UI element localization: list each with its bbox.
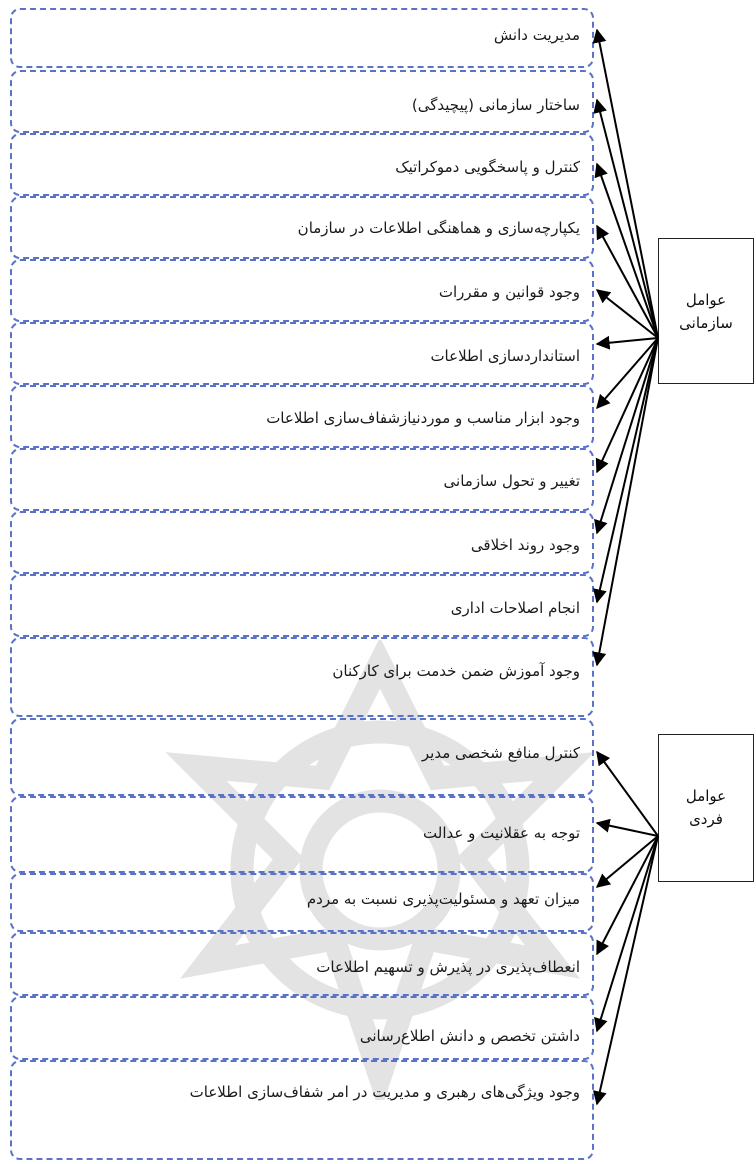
- watermark-seal: [165, 640, 595, 1100]
- organizational-arrow-9: [594, 337, 659, 535]
- organizational-factor-label-10: انجام اصلاحات اداری: [450, 599, 580, 617]
- organizational-factor-label-8: تغییر و تحول سازمانی: [443, 472, 580, 490]
- individual-factor-label-5: داشتن تخصص و دانش اطلاع‌رسانی: [359, 1027, 580, 1045]
- organizational-factor-box-7: وجود ابزار مناسب و موردنیازشفاف‌سازی اطل…: [10, 385, 594, 448]
- individual-factor-label-3: میزان تعهد و مسئولیت‌پذیری نسبت به مردم: [306, 890, 580, 908]
- organizational-arrow-1: [592, 28, 659, 339]
- individual-factors-box: عوامل فردی: [658, 734, 754, 882]
- individual-factor-box-6: وجود ویژگی‌های رهبری و مدیریت در امر شفا…: [10, 1060, 594, 1160]
- organizational-factor-label-5: وجود قوانین و مقررات: [438, 283, 580, 301]
- organizational-factor-label-7: وجود ابزار مناسب و موردنیازشفاف‌سازی اطل…: [266, 409, 580, 427]
- individual-arrow-4: [596, 835, 659, 956]
- organizational-factor-box-8: تغییر و تحول سازمانی: [10, 448, 594, 511]
- individual-factor-label-6: وجود ویژگی‌های رهبری و مدیریت در امر شفا…: [189, 1083, 580, 1101]
- organizational-factor-box-11: وجود آموزش ضمن خدمت برای کارکنان: [10, 637, 594, 717]
- individual-arrow-3: [595, 835, 659, 888]
- individual-factor-box-3: میزان تعهد و مسئولیت‌پذیری نسبت به مردم: [10, 873, 594, 932]
- organizational-arrow-6: [595, 335, 659, 350]
- organizational-arrow-10: [593, 337, 659, 604]
- organizational-arrow-3: [594, 162, 659, 339]
- organizational-factor-box-6: استانداردسازی اطلاعات: [10, 322, 594, 385]
- organizational-factor-label-3: کنترل و پاسخگویی دموکراتیک: [395, 158, 580, 176]
- organizational-arrow-5: [595, 289, 659, 339]
- organizational-factor-label-2: ساختار سازمانی (پیچیدگی): [411, 96, 580, 114]
- individual-arrow-5: [594, 835, 659, 1033]
- individual-arrow-2: [595, 818, 659, 837]
- organizational-factor-label-11: وجود آموزش ضمن خدمت برای کارکنان: [332, 662, 580, 680]
- individual-factor-label-1: کنترل منافع شخصی مدیر: [421, 744, 580, 762]
- individual-factor-box-1: کنترل منافع شخصی مدیر: [10, 718, 594, 796]
- organizational-factor-label-9: وجود روند اخلاقی: [470, 536, 580, 554]
- organizational-factor-box-9: وجود روند اخلاقی: [10, 511, 594, 574]
- organizational-factors-box: عوامل سازمانی: [658, 238, 754, 384]
- organizational-factor-label-1: مدیریت دانش: [493, 26, 580, 44]
- individual-arrow-1: [596, 750, 659, 837]
- individual-factor-label-2: توجه به عقلانیت و عدالت: [423, 824, 580, 842]
- organizational-arrow-8: [595, 337, 659, 474]
- organizational-arrow-11: [592, 337, 659, 667]
- organizational-arrow-4: [596, 224, 659, 339]
- individual-factor-label-4: انعطاف‌پذیری در پذیرش و تسهیم اطلاعات: [316, 958, 580, 976]
- organizational-factor-box-2: ساختار سازمانی (پیچیدگی): [10, 70, 594, 133]
- organizational-factor-label-4: یکپارچه‌سازی و هماهنگی اطلاعات در سازمان: [297, 219, 580, 237]
- organizational-factors-label: عوامل سازمانی: [679, 291, 733, 333]
- organizational-factor-box-5: وجود قوانین و مقررات: [10, 259, 594, 322]
- individual-arrow-6: [592, 835, 659, 1106]
- organizational-factor-box-3: کنترل و پاسخگویی دموکراتیک: [10, 133, 594, 196]
- individual-factor-box-5: داشتن تخصص و دانش اطلاع‌رسانی: [10, 996, 594, 1060]
- individual-factor-box-2: توجه به عقلانیت و عدالت: [10, 796, 594, 873]
- organizational-factor-box-10: انجام اصلاحات اداری: [10, 574, 594, 637]
- individual-factors-label: عوامل فردی: [685, 787, 727, 829]
- organizational-factor-box-4: یکپارچه‌سازی و هماهنگی اطلاعات در سازمان: [10, 196, 594, 259]
- organizational-arrow-7: [596, 337, 659, 410]
- individual-factor-box-4: انعطاف‌پذیری در پذیرش و تسهیم اطلاعات: [10, 932, 594, 996]
- organizational-arrow-2: [593, 98, 659, 339]
- organizational-factor-label-6: استانداردسازی اطلاعات: [430, 347, 580, 365]
